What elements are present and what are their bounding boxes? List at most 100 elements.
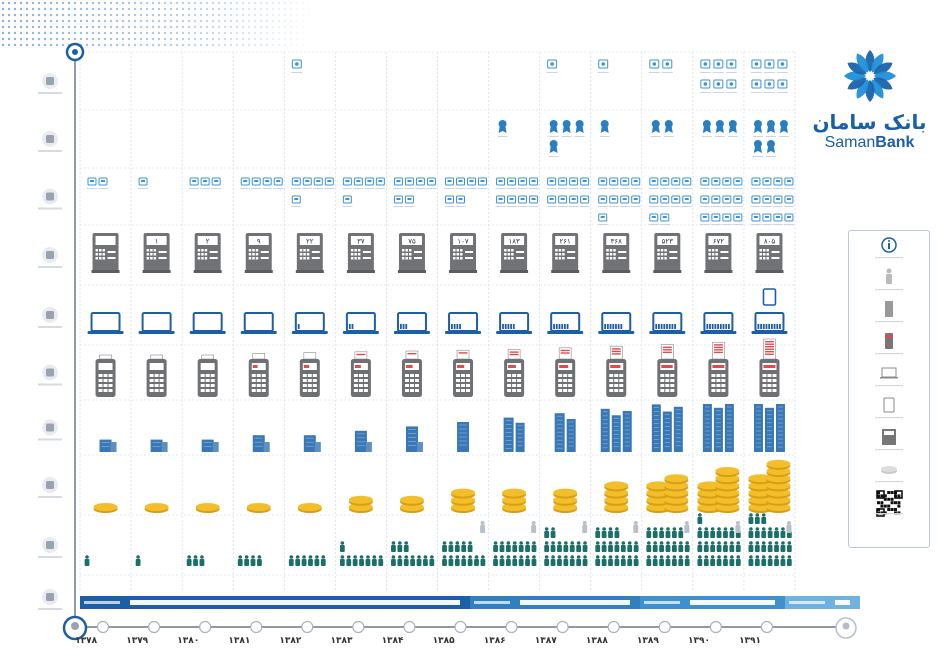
atm-icon: ۶۷۲: [704, 233, 733, 273]
person-icon: [410, 555, 416, 566]
atm-icon: ۲: [193, 233, 222, 273]
person-icon: [505, 555, 511, 566]
person-icon: [735, 555, 741, 566]
service-icon: [506, 177, 517, 189]
person-icon: [308, 555, 313, 566]
person-icon: [774, 555, 779, 566]
pos-icon: [299, 352, 320, 397]
person-icon: [767, 555, 773, 566]
service-icon: [546, 177, 557, 189]
person-icon: [620, 555, 626, 566]
service-icon: [648, 195, 659, 207]
award-icon: [752, 140, 763, 157]
service-icon: [528, 195, 539, 207]
person-icon: [595, 541, 601, 552]
building-icon: [38, 419, 62, 441]
person-icon: [480, 521, 486, 533]
service-icon: [670, 177, 681, 189]
laptop-icon: [87, 312, 124, 334]
social-icon: [699, 79, 711, 93]
branches-row: [99, 404, 785, 452]
social-icon: [291, 59, 303, 73]
timeline-node: [760, 620, 774, 634]
award-icon: [548, 120, 559, 137]
person-icon: [601, 555, 607, 566]
service-icon: [630, 195, 641, 207]
service-icon: [426, 177, 437, 189]
leaf-icon: [38, 73, 62, 94]
timeline-start-marker: [62, 615, 88, 641]
bank-logo: بانک سامان SamanBank: [812, 48, 927, 152]
service-icon: [750, 213, 761, 225]
person-icon: [582, 555, 588, 566]
pos-icon: [197, 354, 218, 397]
year-label: ۱۳۸۷: [535, 636, 557, 646]
assets-row: [93, 459, 791, 513]
person-icon: [569, 555, 575, 566]
year-label: ۱۳۸۳: [330, 636, 352, 646]
laptop-icon: [291, 312, 328, 334]
person-icon: [627, 541, 633, 552]
person-icon: [512, 555, 518, 566]
coin-stack: [715, 467, 740, 513]
service-icon: [568, 195, 579, 207]
laptop-icon: [189, 312, 226, 334]
service-icon: [87, 177, 97, 189]
person-icon: [391, 541, 396, 552]
service-icon: [710, 213, 721, 225]
pos-icon: [401, 350, 422, 397]
person-icon: [627, 555, 633, 566]
person-icon: [774, 541, 779, 552]
person-icon: [499, 541, 505, 552]
person-icon: [697, 541, 703, 552]
coin-stack: [348, 495, 373, 513]
person-icon: [391, 555, 396, 566]
person-icon: [652, 541, 658, 552]
person-icon: [748, 555, 754, 566]
service-icon: [783, 195, 794, 207]
atm-icon: ۱۰۷: [449, 233, 478, 273]
service-icon: [517, 177, 528, 189]
person-icon: [454, 555, 460, 566]
service-icon: [732, 195, 743, 207]
person-icon: [659, 541, 664, 552]
service-icon: [761, 195, 772, 207]
person-icon: [563, 541, 569, 552]
person-icon: [646, 555, 652, 566]
service-icon: [291, 195, 302, 207]
person-icon: [652, 527, 658, 538]
person-icon: [875, 268, 903, 291]
person-icon: [518, 555, 524, 566]
service-icon: [761, 213, 772, 225]
person-icon: [671, 541, 677, 552]
timeline-node: [658, 620, 671, 634]
service-icon: [251, 177, 262, 189]
person-icon: [288, 555, 294, 566]
building-icon: [554, 413, 576, 452]
building-icon: [303, 435, 321, 452]
person-icon: [461, 555, 467, 566]
service-icon: [517, 195, 528, 207]
building-icon: [405, 426, 423, 452]
award-icon: [38, 131, 62, 152]
service-icon: [273, 177, 284, 189]
person-icon: [493, 555, 498, 566]
service-icon: [772, 213, 783, 225]
building-icon: [150, 439, 168, 452]
person-icon: [569, 541, 575, 552]
person-icon: [544, 527, 550, 538]
person-icon: [716, 527, 722, 538]
pos-icon: [555, 347, 576, 397]
coin-stack: [664, 474, 689, 513]
pos-icon: [453, 349, 474, 397]
person-icon: [301, 555, 307, 566]
coin-stack: [451, 488, 476, 513]
person-icon: [754, 541, 760, 552]
atm-icon: [91, 233, 120, 273]
person-icon: [716, 541, 722, 552]
service-icon: [404, 195, 415, 207]
award-icon: [765, 120, 776, 137]
service-icon: [138, 177, 149, 189]
service-icon: [579, 195, 590, 207]
